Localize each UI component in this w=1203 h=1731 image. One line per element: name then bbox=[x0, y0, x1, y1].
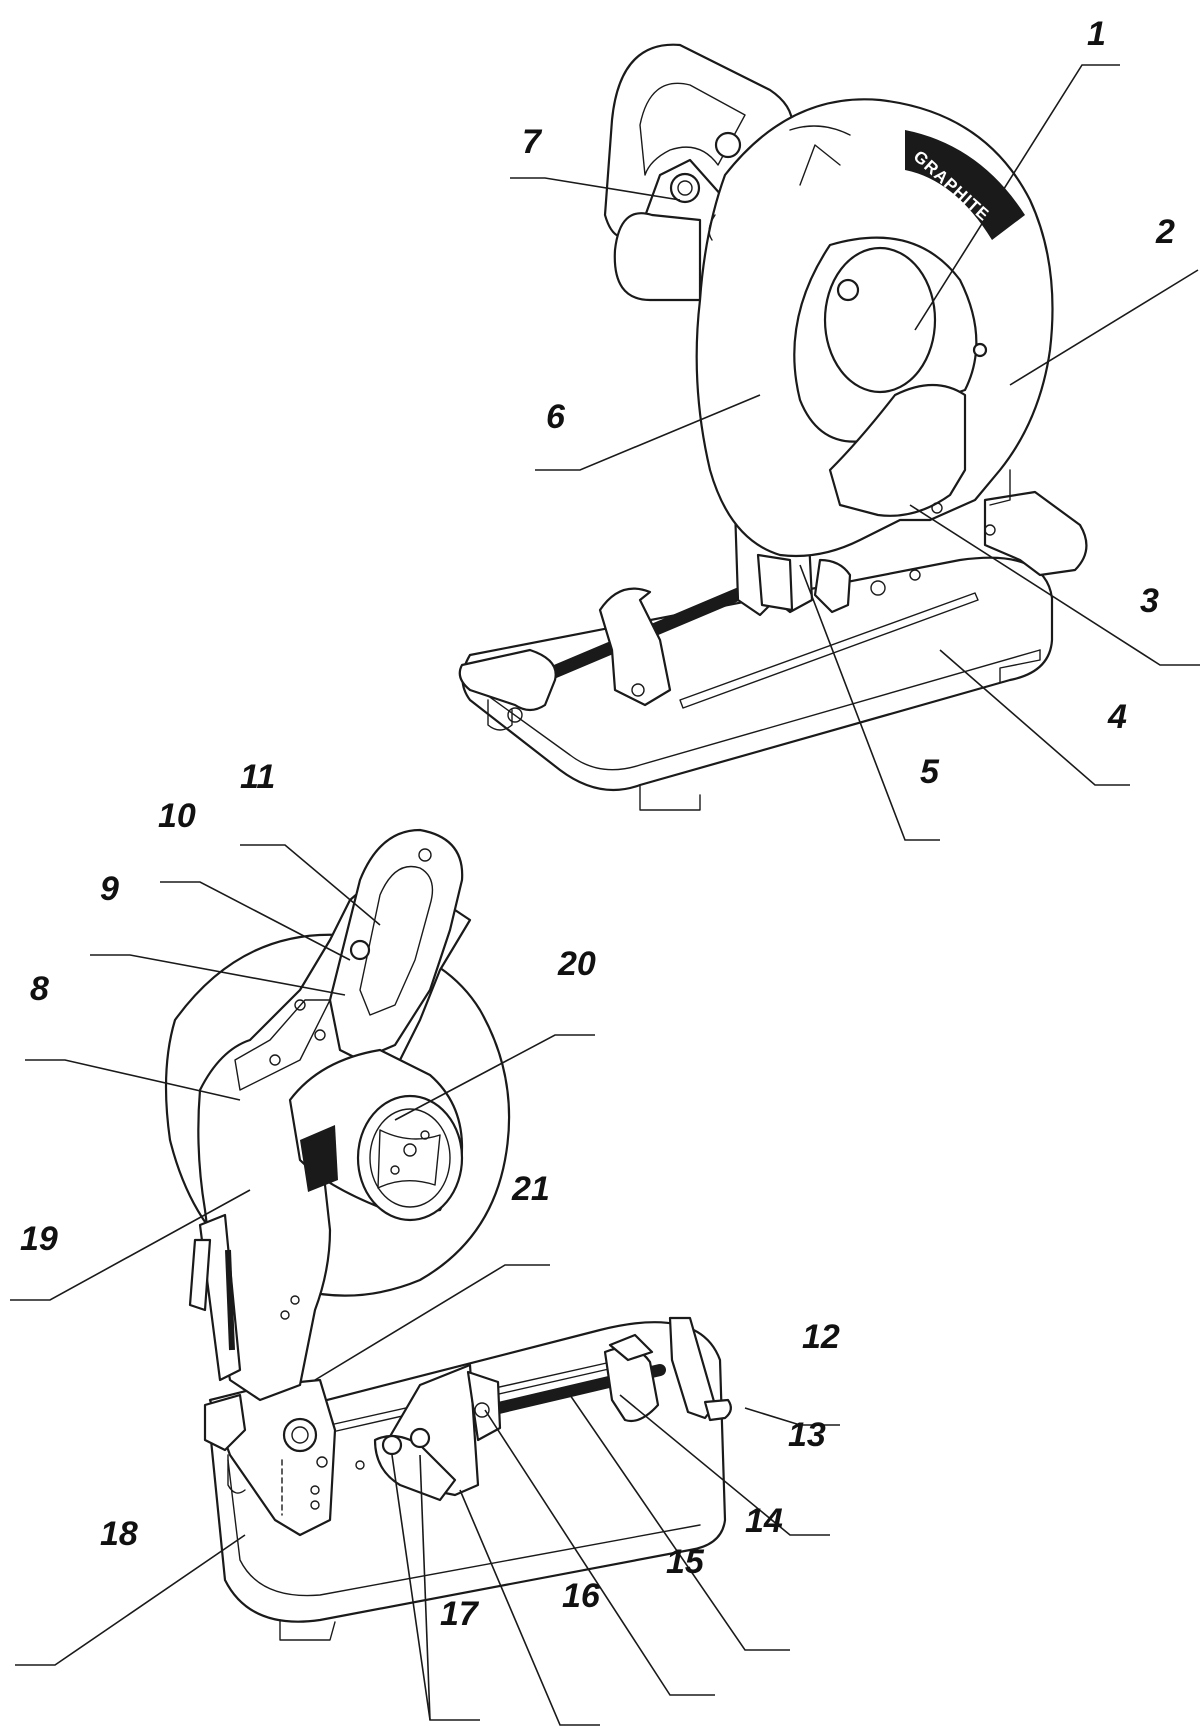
blade-flange bbox=[823, 246, 937, 394]
lower-guard bbox=[828, 384, 967, 517]
callout-7: 7 bbox=[522, 123, 543, 161]
motor-housing bbox=[613, 212, 702, 302]
callout-15: 15 bbox=[666, 1543, 705, 1581]
leader-lines bbox=[10, 64, 1200, 1726]
callout-8: 8 bbox=[30, 970, 49, 1008]
rear-bracket bbox=[983, 490, 1088, 577]
vise-movable-jaw bbox=[598, 587, 672, 707]
end-post bbox=[668, 1316, 717, 1420]
callout-13: 13 bbox=[788, 1416, 826, 1454]
callout-3: 3 bbox=[1140, 582, 1159, 620]
motor-knob bbox=[669, 172, 701, 204]
callout-20: 20 bbox=[557, 945, 596, 983]
callout-12: 12 bbox=[802, 1318, 840, 1356]
callout-17: 17 bbox=[440, 1595, 480, 1633]
callout-19: 19 bbox=[20, 1220, 58, 1258]
callout-labels: 1 2 3 4 5 6 7 8 9 10 11 12 13 14 15 16 1… bbox=[20, 15, 1175, 1633]
callout-21: 21 bbox=[511, 1170, 550, 1208]
saw-front-view: GRAPHITE bbox=[458, 43, 1088, 811]
callout-18: 18 bbox=[100, 1515, 138, 1553]
handle-loop bbox=[328, 828, 464, 1062]
motor-label bbox=[300, 1125, 338, 1192]
callout-9: 9 bbox=[100, 870, 119, 908]
callout-6: 6 bbox=[546, 398, 566, 436]
callout-11: 11 bbox=[240, 758, 275, 796]
saw-side-view bbox=[164, 828, 732, 1641]
motor-end-cap bbox=[356, 1094, 464, 1222]
brand-badge bbox=[905, 130, 1025, 240]
callout-4: 4 bbox=[1107, 698, 1127, 736]
callout-1: 1 bbox=[1087, 15, 1106, 53]
switch-button bbox=[349, 939, 371, 961]
callout-5: 5 bbox=[920, 753, 940, 791]
callout-16: 16 bbox=[562, 1577, 601, 1615]
callout-14: 14 bbox=[745, 1502, 783, 1540]
callout-2: 2 bbox=[1155, 213, 1175, 251]
callout-10: 10 bbox=[158, 797, 196, 835]
vise-handle bbox=[458, 648, 557, 712]
